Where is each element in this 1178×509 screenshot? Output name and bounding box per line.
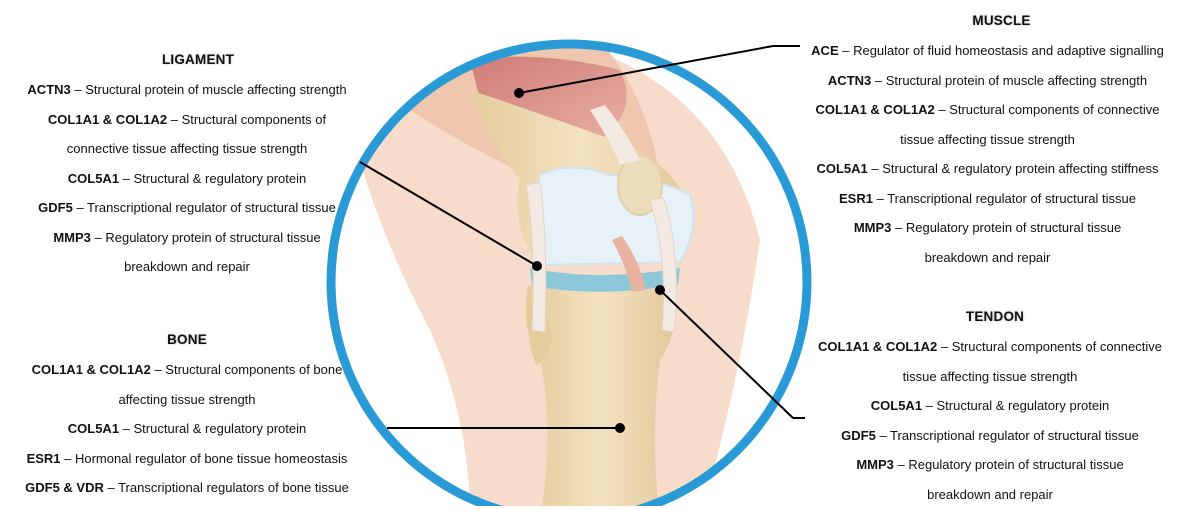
gene-symbol: COL1A1 & COL1A2 [818,339,937,354]
gene-entry: ACTN3 – Structural protein of muscle aff… [2,75,372,105]
gene-symbol: COL1A1 & COL1A2 [816,102,935,117]
tendon-heading: TENDON [800,302,1178,332]
gene-description: – Regulator of fluid homeostasis and ada… [839,43,1164,58]
gene-entry: tissue affecting tissue strength [800,362,1178,392]
gene-entry: MMP3 – Regulatory protein of structural … [795,213,1178,243]
gene-description: – Regulatory protein of structural tissu… [894,457,1124,472]
gene-symbol: COL5A1 [871,398,922,413]
gene-description: – Structural & regulatory protein [922,398,1109,413]
gene-entry: tissue affecting tissue strength [795,125,1178,155]
gene-entry: breakdown and repair [795,243,1178,273]
gene-description: connective tissue affecting tissue stren… [67,141,307,156]
gene-description: – Structural components of connective [937,339,1162,354]
ligament-panel: LIGAMENT ACTN3 – Structural protein of m… [2,45,372,282]
gene-description: affecting tissue strength [118,392,255,407]
gene-description: – Transcriptional regulator of structura… [873,191,1136,206]
gene-symbol: GDF5 [841,428,876,443]
gene-description: – Hormonal regulator of bone tissue home… [61,451,348,466]
gene-entry: ESR1 – Transcriptional regulator of stru… [795,184,1178,214]
gene-entry: breakdown and repair [800,480,1178,509]
bone-panel: BONE COL1A1 & COL1A2 – Structural compon… [2,325,372,503]
tendon-list: COL1A1 & COL1A2 – Structural components … [800,332,1178,509]
gene-description: – Transcriptional regulators of bone tis… [104,480,349,495]
gene-description: breakdown and repair [925,250,1051,265]
gene-description: tissue affecting tissue strength [903,369,1078,384]
gene-symbol: ACE [811,43,838,58]
tibia-bone-shape [526,285,677,506]
muscle-list: ACE – Regulator of fluid homeostasis and… [795,36,1178,272]
bone-heading: BONE [2,325,372,355]
gene-description: – Structural components of [167,112,326,127]
gene-description: – Structural & regulatory protein [119,421,306,436]
gene-description: – Structural protein of muscle affecting… [71,82,347,97]
gene-entry: breakdown and repair [2,252,372,282]
gene-entry: COL5A1 – Structural & regulatory protein [2,414,372,444]
gene-description: breakdown and repair [927,487,1053,502]
gene-description: – Regulatory protein of structural tissu… [91,230,321,245]
gene-entry: ACTN3 – Structural protein of muscle aff… [795,66,1178,96]
gene-entry: COL1A1 & COL1A2 – Structural components … [2,355,372,385]
bone-leader-dot [616,424,624,432]
gene-description: breakdown and repair [124,259,250,274]
gene-description: – Structural & regulatory protein [119,171,306,186]
gene-symbol: ESR1 [27,451,61,466]
tendon-leader-dot [656,286,664,294]
gene-symbol: ACTN3 [27,82,70,97]
gene-entry: GDF5 & VDR – Transcriptional regulators … [2,473,372,503]
gene-symbol: GDF5 [38,200,73,215]
gene-entry: MMP3 – Regulatory protein of structural … [2,223,372,253]
gene-symbol: COL5A1 [816,161,867,176]
gene-entry: affecting tissue strength [2,385,372,415]
gene-entry: ESR1 – Hormonal regulator of bone tissue… [2,444,372,474]
gene-description: – Transcriptional regulator of structura… [73,200,336,215]
gene-symbol: MMP3 [854,220,892,235]
gene-symbol: MMP3 [856,457,894,472]
gene-entry: COL1A1 & COL1A2 – Structural components … [795,95,1178,125]
gene-description: – Structural protein of muscle affecting… [871,73,1147,88]
gene-symbol: COL5A1 [68,171,119,186]
gene-entry: COL5A1 – Structural & regulatory protein [2,164,372,194]
gene-entry: COL5A1 – Structural & regulatory protein… [795,154,1178,184]
gene-description: – Regulatory protein of structural tissu… [891,220,1121,235]
gene-entry: COL1A1 & COL1A2 – Structural components … [2,105,372,135]
tendon-panel: TENDON COL1A1 & COL1A2 – Structural comp… [800,302,1178,509]
gene-description: – Structural & regulatory protein affect… [868,161,1159,176]
gene-entry: connective tissue affecting tissue stren… [2,134,372,164]
gene-symbol: MMP3 [53,230,91,245]
gene-entry: ACE – Regulator of fluid homeostasis and… [795,36,1178,66]
ligament-list: ACTN3 – Structural protein of muscle aff… [2,75,372,282]
gene-symbol: GDF5 & VDR [25,480,104,495]
gene-description: – Transcriptional regulator of structura… [876,428,1139,443]
gene-symbol: COL1A1 & COL1A2 [32,362,151,377]
ligament-heading: LIGAMENT [2,45,372,75]
gene-entry: COL5A1 – Structural & regulatory protein [800,391,1178,421]
gene-symbol: COL5A1 [68,421,119,436]
gene-entry: MMP3 – Regulatory protein of structural … [800,450,1178,480]
bone-list: COL1A1 & COL1A2 – Structural components … [2,355,372,503]
gene-symbol: ESR1 [839,191,873,206]
gene-description: – Structural components of bone [151,362,343,377]
gene-symbol: COL1A1 & COL1A2 [48,112,167,127]
gene-entry: COL1A1 & COL1A2 – Structural components … [800,332,1178,362]
gene-entry: GDF5 – Transcriptional regulator of stru… [2,193,372,223]
muscle-leader-dot [515,89,523,97]
gene-description: tissue affecting tissue strength [900,132,1075,147]
gene-symbol: ACTN3 [828,73,871,88]
muscle-panel: MUSCLE ACE – Regulator of fluid homeosta… [795,6,1178,272]
gene-entry: GDF5 – Transcriptional regulator of stru… [800,421,1178,451]
ligament-leader-dot [533,262,541,270]
gene-description: – Structural components of connective [935,102,1160,117]
muscle-heading: MUSCLE [795,6,1178,36]
